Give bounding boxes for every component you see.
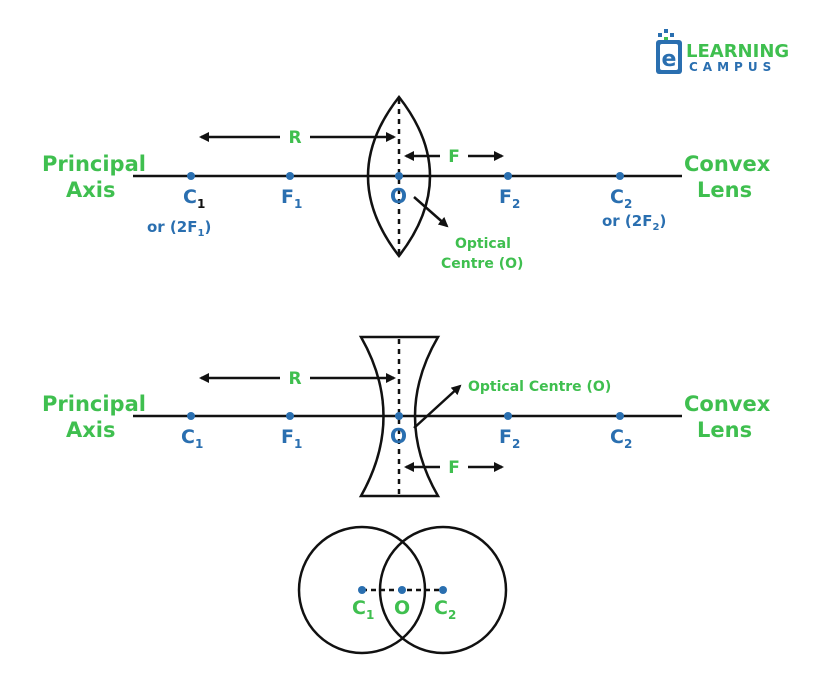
point-o <box>395 172 403 180</box>
label-r-2: R <box>288 369 301 389</box>
label-f: F <box>448 147 460 167</box>
point-c1-2 <box>187 412 195 420</box>
label-lens-2: Lens <box>697 418 752 442</box>
label-r: R <box>288 128 301 148</box>
label-c1: C1 <box>183 186 205 211</box>
label-principal: Principal <box>42 152 146 176</box>
label-f2-2: F2 <box>499 426 520 451</box>
label-circle-c2: C2 <box>434 597 456 622</box>
label-o-2: O <box>390 424 407 448</box>
point-c1 <box>187 172 195 180</box>
point-f1-2 <box>286 412 294 420</box>
logo-letter: e <box>662 47 677 72</box>
label-optical-centre: Optical Centre (O) <box>468 379 611 395</box>
label-c2-note: or (2F2) <box>602 212 666 233</box>
logo-word-learning: LEARNING <box>686 41 789 62</box>
logo-word-campus: CAMPUS <box>689 60 776 74</box>
point-c2 <box>616 172 624 180</box>
concave-lens-shape <box>358 335 441 498</box>
logo-pixel <box>658 33 662 37</box>
point-f2 <box>504 172 512 180</box>
overlapping-circles-diagram: C1 O C2 <box>297 525 508 655</box>
label-f1: F1 <box>281 186 302 211</box>
point-circle-o <box>398 586 406 594</box>
point-f1 <box>286 172 294 180</box>
label-circle-c1: C1 <box>352 597 374 622</box>
label-f2: F2 <box>499 186 520 211</box>
label-convex: Convex <box>684 152 771 176</box>
point-c2-2 <box>616 412 624 420</box>
label-f1-2: F1 <box>281 426 302 451</box>
logo-pixel <box>670 33 674 37</box>
elearning-campus-logo: e LEARNING CAMPUS <box>656 29 789 74</box>
point-circle-c2 <box>439 586 447 594</box>
label-axis: Axis <box>66 178 116 202</box>
point-circle-c1 <box>358 586 366 594</box>
convex-lens-diagram: R F Principal Axis Convex Lens C1 or (2F… <box>42 94 771 272</box>
label-c1-note: or (2F1) <box>147 218 211 239</box>
convex-lens-shape <box>366 94 432 259</box>
label-f-2: F <box>448 458 460 478</box>
optical-centre-arrow <box>413 196 449 228</box>
logo-page <box>660 44 678 70</box>
label-c1-2: C1 <box>181 426 203 451</box>
point-f2-2 <box>504 412 512 420</box>
logo-pixel <box>664 37 668 41</box>
label-c2-2: C2 <box>610 426 632 451</box>
concave-lens-diagram: R F Optical Centre (O) Principal Axis Co… <box>42 335 771 498</box>
label-principal-2: Principal <box>42 392 146 416</box>
label-optical: Optical <box>455 236 511 252</box>
label-o: O <box>390 184 407 208</box>
label-convex-2: Convex <box>684 392 771 416</box>
logo-pixel <box>664 29 668 33</box>
optical-centre-arrow-2 <box>413 384 462 429</box>
label-axis-2: Axis <box>66 418 116 442</box>
label-circle-o: O <box>394 597 410 619</box>
label-c2: C2 <box>610 186 632 211</box>
label-lens: Lens <box>697 178 752 202</box>
label-centre-o: Centre (O) <box>441 256 523 272</box>
point-o-2 <box>395 412 403 420</box>
